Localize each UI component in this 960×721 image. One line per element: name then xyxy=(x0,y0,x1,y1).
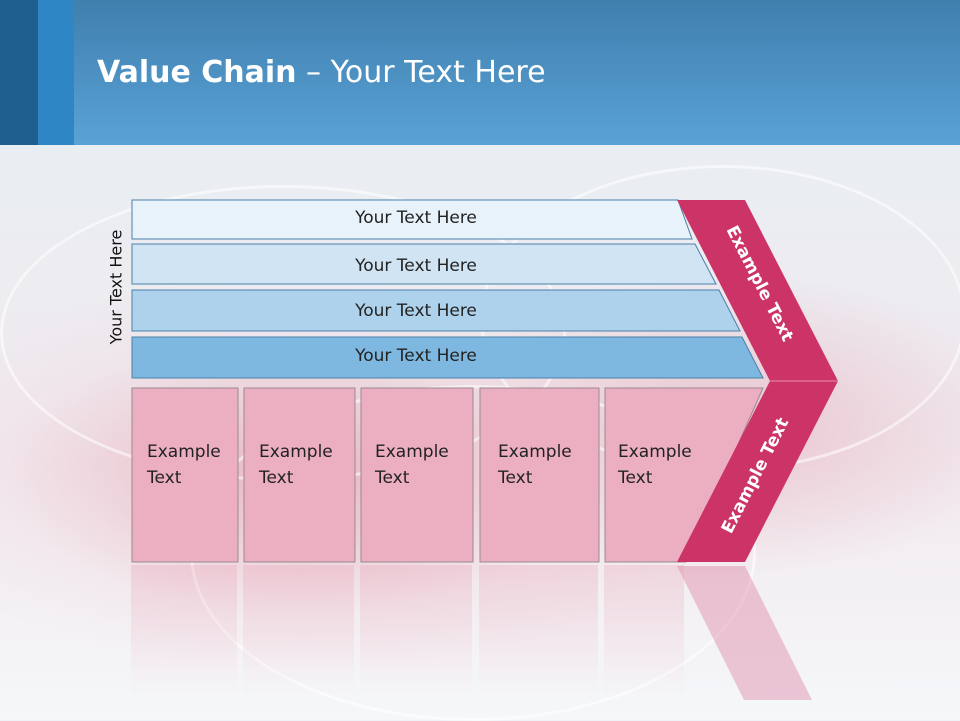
header-bar: Value Chain – Your Text Here xyxy=(0,0,960,145)
activity-box-4 xyxy=(479,387,600,563)
box-text-5-line1: Example xyxy=(618,442,692,462)
box-text-2-line1: Example xyxy=(259,442,333,462)
row-label-1: Your Text Here xyxy=(355,208,477,228)
activity-box-1 xyxy=(131,387,239,563)
box-text-1-line2: Text xyxy=(147,468,182,488)
title-bold: Value Chain xyxy=(97,55,297,90)
box-text-3: Example Text xyxy=(375,439,449,491)
row-label-2: Your Text Here xyxy=(355,256,477,276)
header-accent-light xyxy=(38,0,74,145)
box-text-3-line1: Example xyxy=(375,442,449,462)
chevron-upper xyxy=(677,200,838,381)
title-separator: – xyxy=(296,55,331,90)
box-text-1-line1: Example xyxy=(147,442,221,462)
box-text-3-line2: Text xyxy=(375,468,410,488)
row-bar-3 xyxy=(131,289,741,332)
box-text-1: Example Text xyxy=(147,439,221,491)
row-label-4: Your Text Here xyxy=(355,346,477,366)
box-text-4-line2: Text xyxy=(498,468,533,488)
box-text-4-line1: Example xyxy=(498,442,572,462)
box-text-4: Example Text xyxy=(498,439,572,491)
box-text-5: Example Text xyxy=(618,439,692,491)
row-label-3: Your Text Here xyxy=(355,301,477,321)
activity-box-3 xyxy=(360,387,474,563)
activity-box-2 xyxy=(243,387,356,563)
row-bar-1 xyxy=(131,199,693,240)
header-accent-dark xyxy=(0,0,38,145)
box-text-5-line2: Text xyxy=(618,468,653,488)
row-bar-4 xyxy=(131,336,764,379)
title-rest: Your Text Here xyxy=(330,55,546,90)
slide-title: Value Chain – Your Text Here xyxy=(97,55,546,90)
chevron-lower xyxy=(677,381,838,562)
chevron-reflection xyxy=(677,566,812,700)
box-text-2-line2: Text xyxy=(259,468,294,488)
box-text-2: Example Text xyxy=(259,439,333,491)
row-bar-2 xyxy=(131,243,717,285)
